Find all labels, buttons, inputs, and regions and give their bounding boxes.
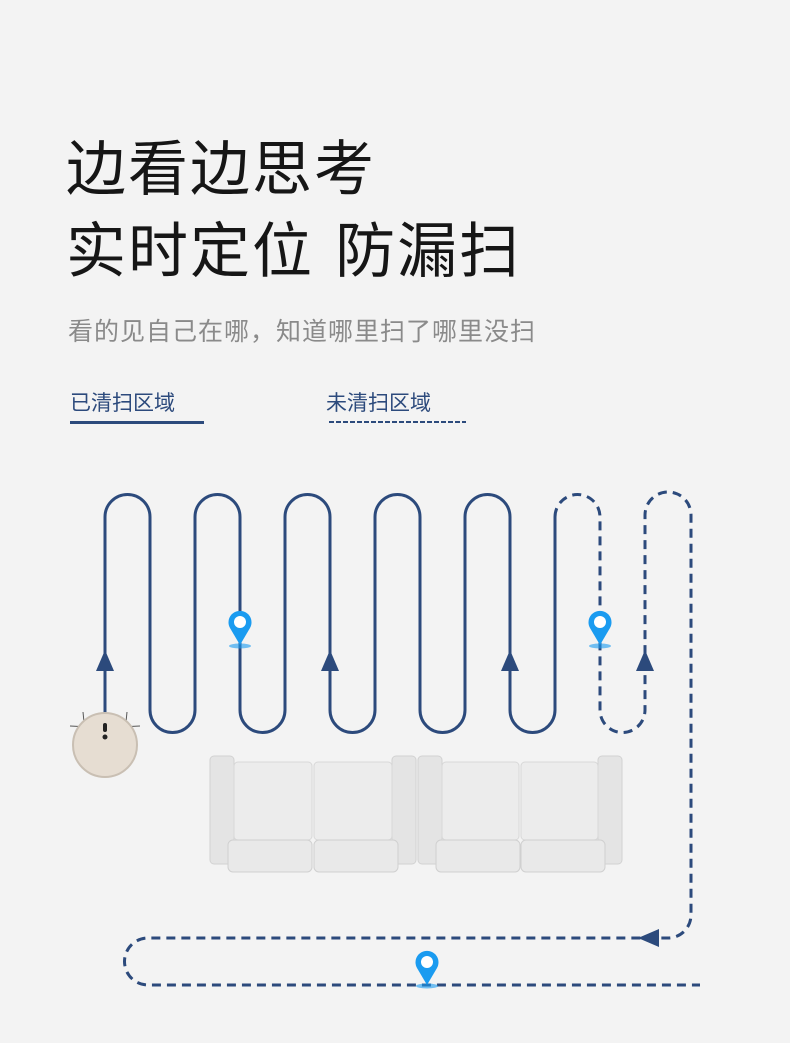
sofa-icon <box>417 755 623 873</box>
legend-cleaned-line <box>70 421 204 424</box>
robot-vacuum-icon <box>69 711 141 778</box>
location-pin-icon <box>415 950 439 989</box>
cleaned-path <box>103 493 557 734</box>
sofa-icon <box>209 755 417 873</box>
headline-line2: 实时定位 防漏扫 <box>66 217 522 287</box>
legend-uncleaned-label: 未清扫区域 <box>326 391 431 415</box>
subtitle: 看的见自己在哪，知道哪里扫了哪里没扫 <box>68 317 537 346</box>
location-pin-icon <box>228 610 252 649</box>
arrow-icon <box>96 650 659 947</box>
legend-cleaned-label: 已清扫区域 <box>70 391 175 415</box>
uncleaned-path <box>123 490 700 987</box>
legend-uncleaned-line <box>329 421 466 423</box>
headline-line1: 边看边思考 <box>66 135 376 205</box>
location-pin-icon <box>588 610 612 649</box>
